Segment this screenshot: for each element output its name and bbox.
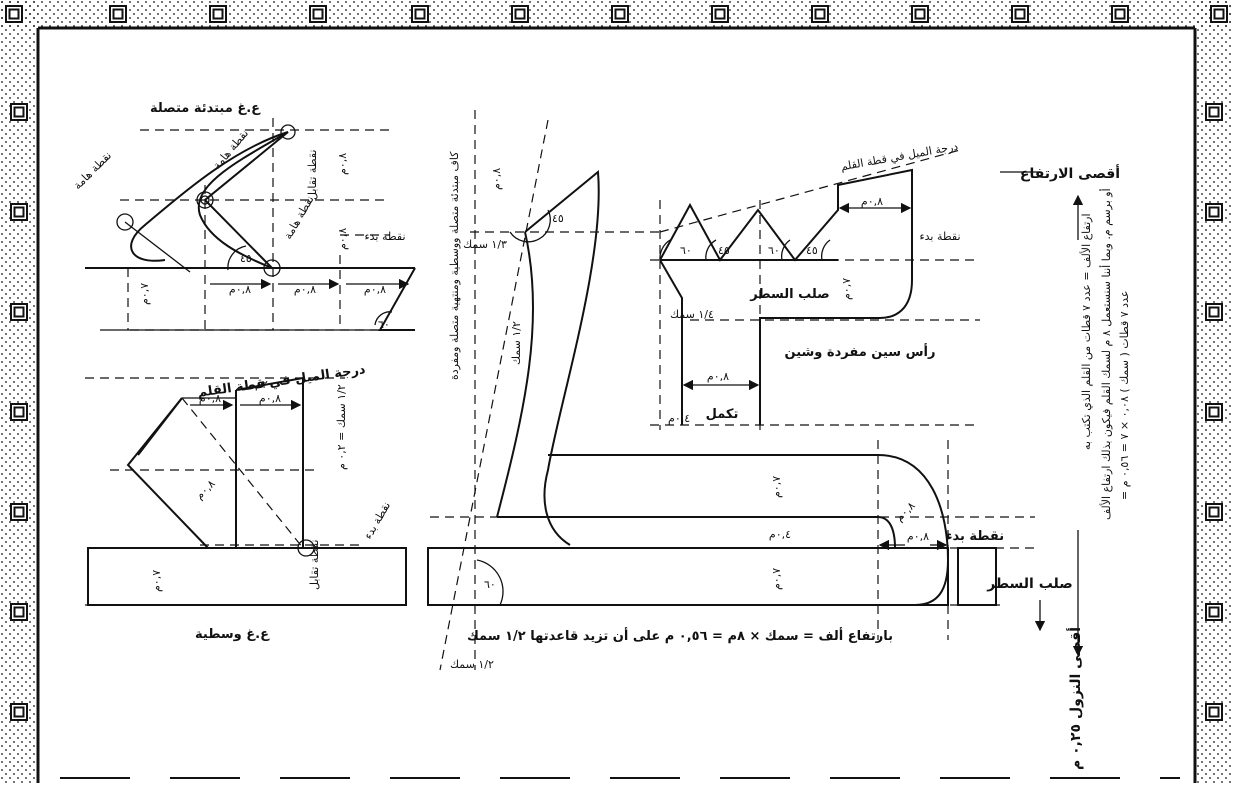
m08-label-1: ٠,٨م <box>229 283 251 296</box>
sin-head-figure: درجة الميل في قطة القلم ٦٠ ٤٥ ٦٠ ٤٥ ٠,٨م… <box>650 140 980 430</box>
sin-head: رأس سين مفردة وشين <box>785 343 936 360</box>
alef-height-bottom: بارتفاع ألف = سمك × ٨م = ٠,٥٦ م على أن ت… <box>467 627 893 644</box>
right-annotations: نقطة بدء صلب السطر أقصى الارتفاع ارتفاع … <box>946 164 1131 770</box>
m07-label-5: ٠,٧م <box>840 278 853 300</box>
start-point-top: نقطة بدء <box>364 230 405 243</box>
m08-label-12: ٠,٨م <box>861 195 883 208</box>
m08-label-9: ٠,٨م <box>490 168 503 190</box>
quarter-thick: ١/٤ سمك <box>670 308 714 321</box>
kaf-note: كاف مبتدئة متصلة ووسطية ومنتهية متصلة وم… <box>448 151 461 380</box>
kaf-figure: كاف مبتدئة متصلة ووسطية ومنتهية متصلة وم… <box>427 110 1035 671</box>
m08-label-3: ٠,٨م <box>364 283 386 296</box>
m08-label-5: ٠,٨م <box>336 228 349 250</box>
m08-label-4: ٠,٨م <box>336 153 349 175</box>
m04-label-2: ٠,٤م <box>668 412 690 425</box>
m07-label-2: ٠,٧م <box>150 570 163 592</box>
middle-ghain: ع.غ وسطية <box>195 627 270 642</box>
meeting-point-top: نقطة تقابل <box>306 150 319 200</box>
angle-45-r1: ٤٥ <box>718 244 730 257</box>
m08-label-13: ٠,٨م <box>707 370 729 383</box>
m04-label-1: ٠,٤م <box>769 528 791 541</box>
angle-60-a: ٦٠ <box>378 318 390 331</box>
completion: تكمل <box>706 407 739 422</box>
max-descent: أقصى النزول ٠,٢٥ م <box>1066 627 1084 770</box>
m07-label-3: ٠,٧م <box>770 476 783 498</box>
meeting-point-mid: نقطة تقابل <box>308 540 321 590</box>
alef-note-1: ارتفاع الألف = عدد ٧ قطات من القلم الذي … <box>1079 213 1093 450</box>
line-body: صلب السطر <box>749 287 829 302</box>
max-height: أقصى الارتفاع <box>1020 164 1120 182</box>
half-thick-bottom: ١/٢ سمك <box>450 658 494 671</box>
third-thick: ١/٣ سمك <box>463 238 507 251</box>
m08-label-6: ٠,٨م <box>199 392 221 405</box>
start-point-base: نقطة بدء <box>946 529 1004 544</box>
m07-label-4: ٠,٧م <box>770 568 783 590</box>
m07-label-1: ٠,٧م <box>138 283 151 305</box>
angle-45-kaf: ٤٥ <box>552 212 564 225</box>
m08-label-2: ٠,٨م <box>294 283 316 296</box>
line-body-base: صلب السطر <box>986 576 1073 592</box>
start-point-right: نقطة بدء <box>919 230 960 243</box>
angle-45-r2: ٤٥ <box>806 244 818 257</box>
alef-note-2: أو برسم م. وبما أننا سنستعمل ٨ م لسمك ال… <box>1099 188 1113 520</box>
ghain-medial-figure: درجة الميل في قطة القلم ٠,٨م ٠,٨م ٠,٨م ٢… <box>85 362 407 642</box>
angle-60-r1: ٦٠ <box>680 244 692 257</box>
m08-label-7: ٠,٨م <box>259 392 281 405</box>
m2-label: ٢م <box>255 378 268 391</box>
m08-label-11: ٠,٨م <box>907 530 929 543</box>
thickness-eq: ١/٢ سمك = ٠,٢ م <box>335 384 348 470</box>
angle-60-r2: ٦٠ <box>768 244 780 257</box>
alef-note-3: = عدد ٧ قطات ( سمك ) ٠,٠٨ × ٧ = ٠,٥٦ م <box>1118 291 1131 500</box>
angle-45-a: ٤٥ <box>240 252 252 265</box>
half-thick: ١/٢ سمك <box>510 321 523 365</box>
top-left-title: ع.غ مبتدئة متصلة <box>150 101 261 116</box>
angle-60-kaf: ٦٠ <box>484 578 496 591</box>
